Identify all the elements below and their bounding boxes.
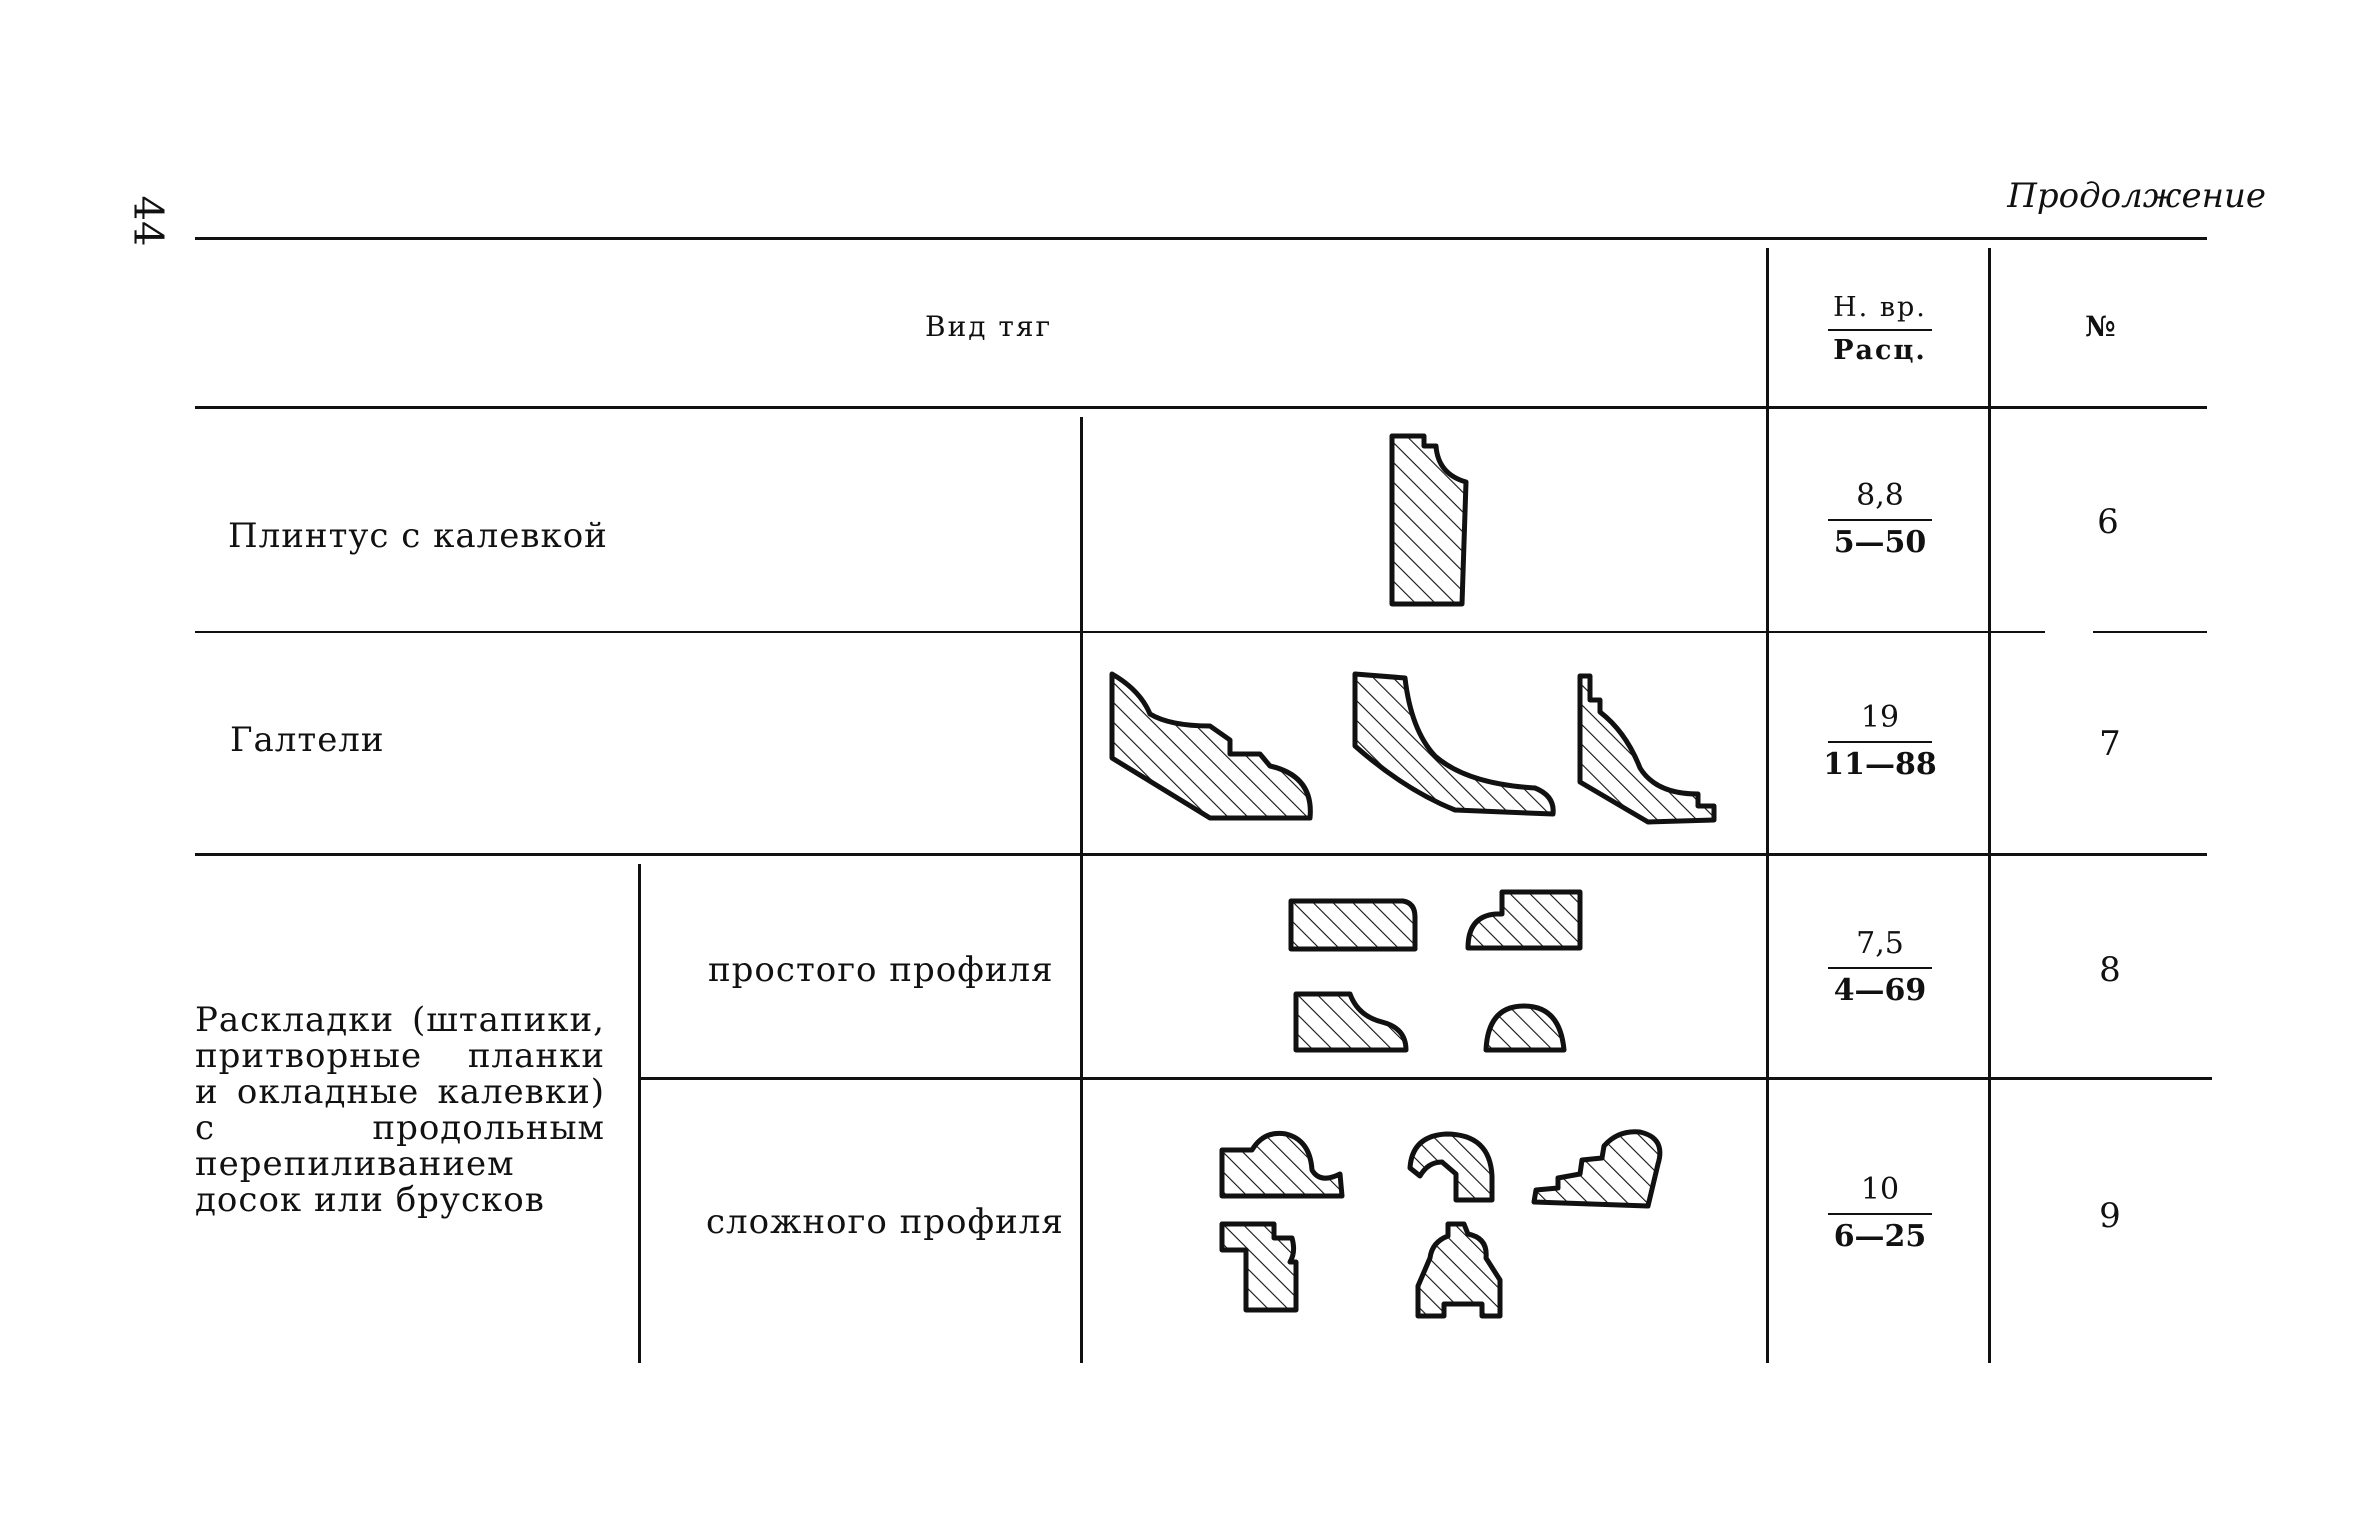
header-type: Вид тяг [925,310,1053,343]
profile-drawing-9d [1219,1221,1299,1313]
profile-drawing-9c [1531,1129,1663,1209]
group-label: Раскладки (штапики, притворные планки и … [195,1000,605,1220]
header-bottom-rule [195,406,2207,409]
col-norm-left-rule [1766,248,1769,1363]
row-num-6: 6 [2097,502,2119,542]
col-num-left-rule [1988,248,1991,1363]
continuation-label: Продолжение [2007,176,2266,216]
profile-drawing-8d [1483,1003,1567,1053]
row-norm-bar-7 [1828,741,1932,743]
profile-drawing-8b [1465,889,1583,951]
header-norm-bottom: Расц. [1833,335,1927,366]
row-norm-6: 8,8 5—50 [1820,478,1940,560]
row-rate-value-6: 5—50 [1833,525,1927,560]
profile-drawing-8c [1293,991,1409,1053]
row-norm-bar-8 [1828,967,1932,969]
row-label-8: простого профиля [708,950,1054,990]
row-norm-8: 7,5 4—69 [1820,926,1940,1008]
row-num-7: 7 [2099,724,2121,764]
profile-drawing-6 [1389,433,1469,607]
row-rate-value-8: 4—69 [1833,973,1927,1008]
row-rate-value-9: 6—25 [1833,1219,1927,1254]
profile-drawing-7a [1109,671,1313,821]
row-rate-value-7: 11—88 [1823,747,1937,782]
profile-drawing-7c [1577,673,1717,825]
col-drawing-left-rule [1080,417,1083,1363]
header-norm-top: Н. вр. [1833,292,1927,323]
header-norm: Н. вр. Расц. [1820,292,1940,366]
row-label-7: Галтели [230,720,385,760]
row-norm-7: 19 11—88 [1820,700,1940,782]
header-num: № [2085,310,2116,343]
header-norm-bar [1828,329,1932,331]
row-norm-value-6: 8,8 [1856,478,1904,513]
row8-bottom-rule [640,1077,2212,1080]
row-num-8: 8 [2099,950,2121,990]
row-norm-bar-9 [1828,1213,1932,1215]
row6-bottom-rule [195,631,2045,633]
profile-drawing-9b [1407,1131,1495,1203]
row-norm-value-9: 10 [1860,1172,1900,1207]
row-num-9: 9 [2099,1196,2121,1236]
row-norm-value-7: 19 [1860,700,1900,735]
row-label-6: Плинтус с калевкой [228,516,608,556]
row-norm-value-8: 7,5 [1856,926,1904,961]
row7-bottom-rule [195,853,2207,856]
row6-bottom-rule-tail [2093,631,2207,633]
table-top-rule [195,237,2207,240]
profile-drawing-9a [1219,1130,1345,1199]
profile-drawing-8a [1288,898,1418,952]
col-sublabel-left-rule [638,864,641,1363]
profile-drawing-9e [1415,1221,1503,1319]
profile-drawing-7b [1352,671,1556,817]
row-norm-9: 10 6—25 [1820,1172,1940,1254]
page-number: 44 [124,195,171,247]
row-label-9: сложного профиля [706,1202,1064,1242]
row-norm-bar-6 [1828,519,1932,521]
